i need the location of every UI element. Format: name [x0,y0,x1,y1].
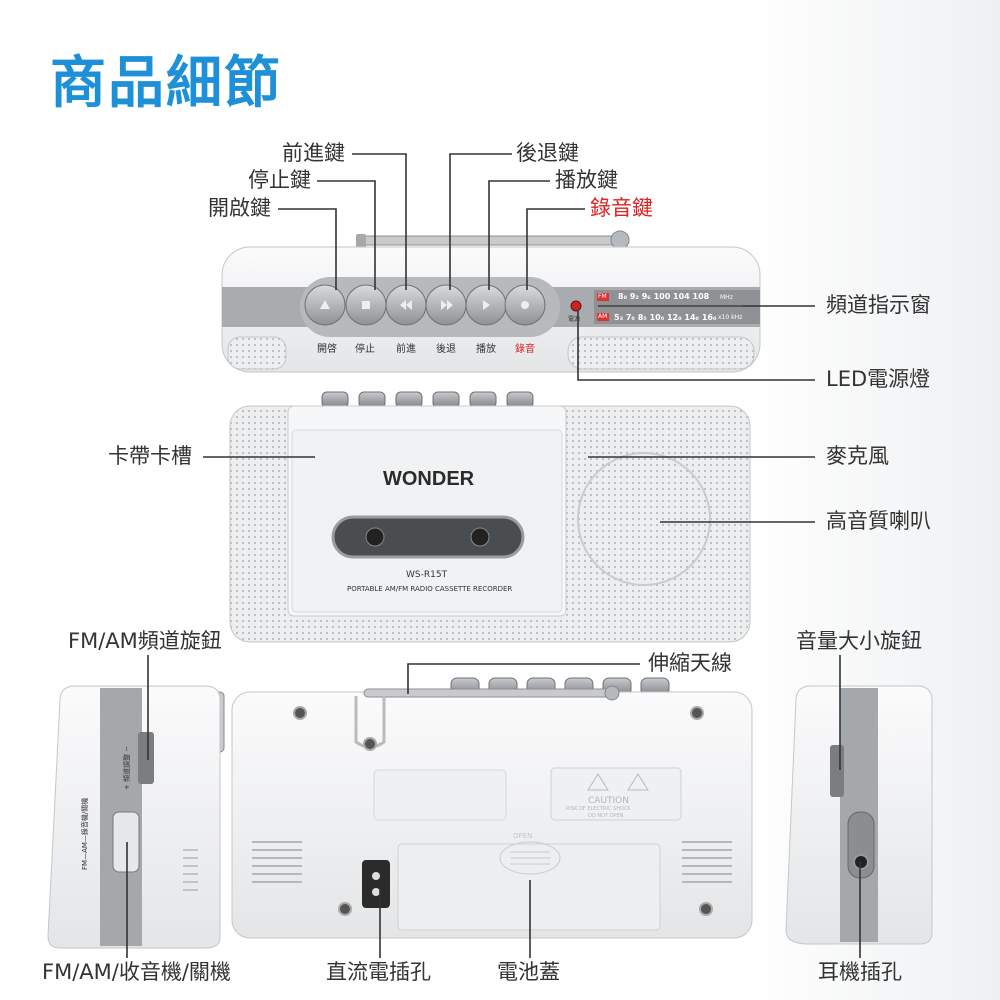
btn-label-rewind: 後退 [436,344,456,355]
label-rewind-key: 後退鍵 [516,141,579,165]
label-dc-socket: 直流電插孔 [326,960,431,984]
btn-label-play: 播放 [476,344,496,355]
btn-label-open: 開啓 [317,344,337,355]
am-band-label: AM [598,313,608,320]
label-mode-switch: FM/AM/收音機/關機 [42,960,231,984]
label-microphone: 麥克風 [826,444,889,468]
fm-band-label: FM [598,293,607,300]
label-open-key: 開啟鍵 [208,196,271,220]
device-front-view [229,391,751,643]
label-forward-key: 前進鍵 [282,141,345,165]
fm-unit: MHz [720,294,733,301]
brand-logo: WONDER [383,468,475,490]
caution-sub1: RISK OF ELECTRIC SHOCK [566,806,631,812]
label-record-key: 錄音鍵 [590,196,653,220]
am-unit: x10 kHz [718,314,743,321]
model-number: WS-R15T [406,570,448,580]
label-frequency-window: 頻道指示窗 [826,293,931,317]
btn-label-stop: 停止 [355,344,375,355]
label-play-key: 播放鍵 [555,168,618,192]
mode-switch-text: FM—AM—錄音機/關機 [81,797,89,870]
label-earphone-jack: 耳機插孔 [818,960,902,984]
label-led-power: LED電源燈 [826,367,931,391]
device-top-view [221,230,761,373]
btn-label-record: 錄音 [515,344,535,355]
open-mark: OPEN [513,832,533,840]
top-buttons [304,284,546,326]
device-right-side [785,685,933,945]
tuning-knob-text: + 頻道調整 − [123,745,131,790]
callout-lines [126,153,861,958]
label-antenna: 伸縮天線 [648,651,732,675]
caution-sub2: DO NOT OPEN [588,813,624,819]
page-title: 商品細節 [50,51,282,116]
device-tagline: PORTABLE AM/FM RADIO CASSETTE RECORDER [347,585,513,593]
btn-label-forward: 前進 [396,344,416,355]
device-back-view [231,677,753,939]
fm-scale: 8₈ 9₂ 9₆ 100 104 108 [618,292,710,301]
label-speaker: 高音質喇叭 [826,509,931,533]
label-stop-key: 停止鍵 [248,168,311,192]
label-volume-knob: 音量大小旋鈕 [796,629,922,653]
am-scale: 5₃ 7₀ 8₅ 10₀ 12₀ 14₀ 16₀ [614,313,717,322]
device-left-side [47,685,225,949]
label-battery-cover: 電池蓋 [497,960,560,984]
caution-text: CAUTION [588,796,629,806]
power-led-label: 電源 [568,316,581,323]
label-cassette-slot: 卡帶卡槽 [108,444,192,468]
label-tuning-knob: FM/AM頻道旋鈕 [68,629,222,653]
